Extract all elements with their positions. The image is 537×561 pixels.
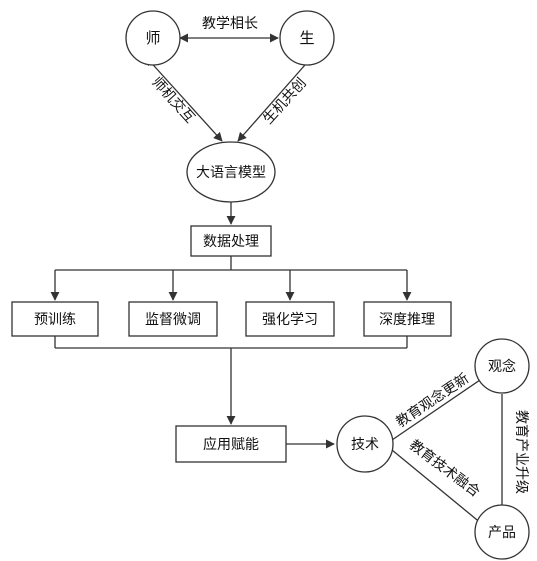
- node-technology: [336, 415, 394, 473]
- node-supervised-finetuning: [128, 301, 218, 337]
- node-application-empowerment: [175, 425, 287, 463]
- node-llm-label: 大语言模型: [196, 165, 266, 181]
- edge-technology-product: [391, 449, 483, 525]
- node-concept-label: 观念: [488, 358, 516, 375]
- node-data-processing-label: 数据处理: [203, 234, 259, 250]
- edge-label-technology-product: 教育技术融合: [406, 437, 483, 500]
- edge-student-llm: [237, 56, 313, 142]
- node-data-processing: [190, 225, 272, 257]
- edge-label-concept-product: 教育产业升级: [513, 410, 529, 494]
- edge-teacher-llm: [145, 56, 223, 142]
- node-technology-label: 技术: [351, 437, 379, 453]
- node-pretraining: [11, 301, 99, 337]
- edge-label-technology-concept: 教育观念更新: [393, 370, 472, 431]
- node-reinforcement-learning-label: 强化学习: [262, 312, 318, 328]
- node-product-label: 产品: [488, 525, 516, 541]
- edge-label-student-llm: 生机共创: [260, 75, 309, 127]
- node-student: [279, 10, 335, 66]
- node-pretraining-label: 预训练: [34, 312, 76, 328]
- node-supervised-finetuning-label: 监督微调: [145, 312, 201, 328]
- node-application-empowerment-label: 应用赋能: [203, 436, 259, 453]
- edge-technology-concept: [391, 379, 481, 441]
- node-concept: [474, 338, 530, 394]
- node-teacher: [125, 10, 181, 66]
- node-reinforcement-learning: [245, 301, 335, 337]
- node-teacher-label: 师: [145, 29, 160, 47]
- edge-label-teacher-student: 教学相长: [202, 16, 258, 32]
- node-student-label: 生: [299, 29, 314, 47]
- edge-label-teacher-llm: 师机交互: [148, 73, 198, 126]
- node-product: [474, 504, 530, 560]
- node-deep-reasoning-label: 深度推理: [379, 312, 435, 328]
- node-deep-reasoning: [363, 301, 452, 337]
